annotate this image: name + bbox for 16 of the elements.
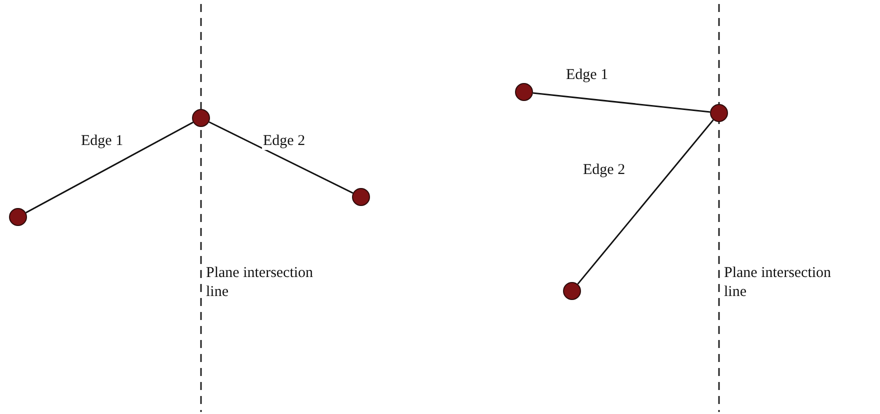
vertex-dot bbox=[515, 83, 533, 101]
connector-line bbox=[577, 119, 714, 285]
edge-label: Edge 2 bbox=[582, 161, 626, 179]
vertex-dot bbox=[192, 109, 210, 127]
vertex-dot bbox=[563, 282, 581, 300]
edge-label: Edge 1 bbox=[565, 66, 610, 84]
vertex-dot bbox=[9, 208, 27, 226]
plane-label: Plane intersection line bbox=[206, 264, 314, 302]
edge-label: Edge 1 bbox=[80, 132, 124, 150]
plane-label: Plane intersection line bbox=[724, 264, 832, 302]
edge-label: Edge 2 bbox=[262, 132, 306, 150]
connector-line bbox=[26, 122, 194, 214]
connector-line bbox=[208, 121, 354, 194]
connector-line bbox=[532, 92, 710, 113]
vertex-dot bbox=[352, 188, 370, 206]
vertex-dot bbox=[710, 104, 728, 122]
